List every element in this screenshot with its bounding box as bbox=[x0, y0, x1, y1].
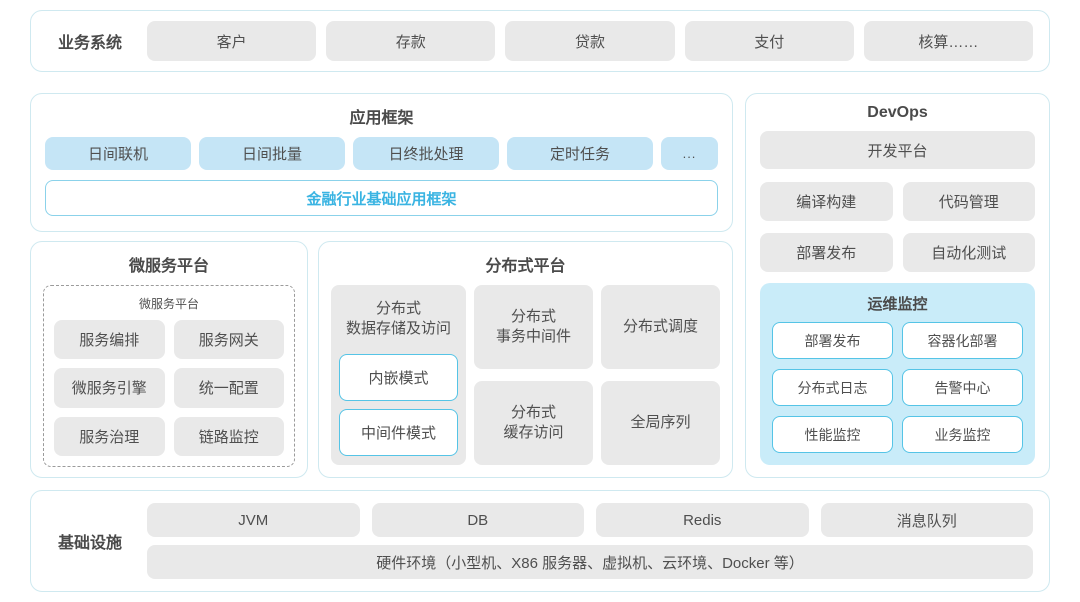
embedded-mode-box: 内嵌模式 bbox=[339, 353, 458, 401]
platform-row: 微服务平台 微服务平台 服务编排 服务网关 微服务引擎 统一配置 服务治理 链路… bbox=[30, 241, 733, 478]
appfw-item-eod-batch: 日终批处理 bbox=[353, 137, 499, 170]
distributed-column-2: 分布式 事务中间件 分布式 缓存访问 bbox=[474, 285, 593, 465]
business-systems-section: 业务系统 客户 存款 贷款 支付 核算…… bbox=[30, 10, 1050, 72]
distributed-grid: 分布式 数据存储及访问 内嵌模式 中间件模式 分布式 事务中间件 分布式 缓存访… bbox=[319, 285, 732, 465]
devops-item-code-management: 代码管理 bbox=[902, 182, 1035, 221]
distributed-storage-label: 分布式 数据存储及访问 bbox=[345, 300, 451, 338]
devops-item-compile-build: 编译构建 bbox=[760, 182, 893, 221]
left-column: 应用框架 日间联机 日间批量 日终批处理 定时任务 ... 金融行业基础应用框架… bbox=[30, 93, 733, 478]
appfw-item-scheduled-task: 定时任务 bbox=[507, 137, 653, 170]
app-framework-items: 日间联机 日间批量 日终批处理 定时任务 ... bbox=[45, 137, 718, 170]
app-framework-title: 应用框架 bbox=[349, 110, 414, 127]
micro-item-microservice-engine: 微服务引擎 bbox=[54, 368, 165, 408]
micro-item-unified-config: 统一配置 bbox=[173, 368, 284, 408]
ops-monitoring-title: 运维监控 bbox=[867, 296, 928, 313]
business-systems-label: 业务系统 bbox=[57, 35, 122, 52]
devops-items: 编译构建 代码管理 部署发布 自动化测试 bbox=[760, 182, 1035, 272]
dev-platform-box: 开发平台 bbox=[760, 131, 1035, 169]
business-systems-items: 客户 存款 贷款 支付 核算…… bbox=[147, 21, 1034, 61]
microservice-items: 服务编排 服务网关 微服务引擎 统一配置 服务治理 链路监控 bbox=[54, 320, 284, 456]
global-sequence-box: 全局序列 bbox=[601, 381, 720, 465]
infra-item-message-queue: 消息队列 bbox=[820, 503, 1033, 537]
micro-item-trace-monitoring: 链路监控 bbox=[173, 416, 284, 456]
appfw-item-more: ... bbox=[661, 137, 718, 170]
monitor-item-business-monitoring: 业务监控 bbox=[902, 416, 1023, 453]
microservice-platform-section: 微服务平台 微服务平台 服务编排 服务网关 微服务引擎 统一配置 服务治理 链路… bbox=[30, 241, 308, 478]
infra-item-jvm: JVM bbox=[147, 503, 360, 537]
micro-item-service-orchestration: 服务编排 bbox=[54, 320, 165, 360]
microservice-platform-title: 微服务平台 bbox=[128, 258, 209, 275]
business-item-deposit: 存款 bbox=[326, 21, 496, 61]
monitor-item-containerized-deployment: 容器化部署 bbox=[902, 322, 1023, 359]
monitor-item-deploy-release: 部署发布 bbox=[772, 322, 893, 359]
hardware-environment-box: 硬件环境（小型机、X86 服务器、虚拟机、云环境、Docker 等） bbox=[147, 545, 1033, 579]
financial-base-framework-box: 金融行业基础应用框架 bbox=[45, 180, 718, 216]
monitor-item-distributed-logging: 分布式日志 bbox=[772, 369, 893, 406]
app-framework-section: 应用框架 日间联机 日间批量 日终批处理 定时任务 ... 金融行业基础应用框架 bbox=[30, 93, 733, 232]
infrastructure-section: 基础设施 JVM DB Redis 消息队列 硬件环境（小型机、X86 服务器、… bbox=[30, 490, 1050, 592]
infrastructure-content: JVM DB Redis 消息队列 硬件环境（小型机、X86 服务器、虚拟机、云… bbox=[147, 503, 1033, 579]
business-item-accounting: 核算…… bbox=[863, 21, 1034, 61]
infrastructure-items: JVM DB Redis 消息队列 bbox=[147, 503, 1033, 537]
distributed-platform-section: 分布式平台 分布式 数据存储及访问 内嵌模式 中间件模式 分布式 事务中间件 分… bbox=[318, 241, 733, 478]
ops-monitoring-items: 部署发布 容器化部署 分布式日志 告警中心 性能监控 业务监控 bbox=[772, 322, 1023, 453]
middleware-mode-box: 中间件模式 bbox=[339, 408, 458, 456]
infra-item-db: DB bbox=[371, 503, 584, 537]
distributed-column-3: 分布式调度 全局序列 bbox=[601, 285, 720, 465]
distributed-platform-title: 分布式平台 bbox=[485, 258, 566, 275]
business-item-customer: 客户 bbox=[147, 21, 317, 61]
business-item-payment: 支付 bbox=[684, 21, 854, 61]
appfw-item-daytime-online: 日间联机 bbox=[45, 137, 191, 170]
microservice-inner-title: 微服务平台 bbox=[138, 297, 199, 311]
monitor-item-performance-monitoring: 性能监控 bbox=[772, 416, 893, 453]
devops-section: DevOps 开发平台 编译构建 代码管理 部署发布 自动化测试 运维监控 部署… bbox=[745, 93, 1050, 478]
business-item-loan: 贷款 bbox=[505, 21, 675, 61]
distributed-cache-access-box: 分布式 缓存访问 bbox=[474, 381, 593, 465]
infra-item-redis: Redis bbox=[596, 503, 809, 537]
devops-item-automated-testing: 自动化测试 bbox=[902, 233, 1035, 272]
microservice-inner-box: 微服务平台 服务编排 服务网关 微服务引擎 统一配置 服务治理 链路监控 bbox=[43, 285, 295, 467]
devops-title: DevOps bbox=[867, 104, 928, 121]
appfw-item-daytime-batch: 日间批量 bbox=[199, 137, 345, 170]
distributed-transaction-middleware-box: 分布式 事务中间件 bbox=[474, 285, 593, 369]
distributed-scheduling-box: 分布式调度 bbox=[601, 285, 720, 369]
middle-area: 应用框架 日间联机 日间批量 日终批处理 定时任务 ... 金融行业基础应用框架… bbox=[30, 93, 1050, 478]
monitor-item-alert-center: 告警中心 bbox=[902, 369, 1023, 406]
infrastructure-label: 基础设施 bbox=[57, 535, 122, 552]
distributed-storage-box: 分布式 数据存储及访问 内嵌模式 中间件模式 bbox=[331, 285, 466, 465]
ops-monitoring-panel: 运维监控 部署发布 容器化部署 分布式日志 告警中心 性能监控 业务监控 bbox=[760, 283, 1035, 465]
micro-item-service-governance: 服务治理 bbox=[54, 416, 165, 456]
micro-item-service-gateway: 服务网关 bbox=[173, 320, 284, 360]
devops-item-deploy-release: 部署发布 bbox=[760, 233, 893, 272]
